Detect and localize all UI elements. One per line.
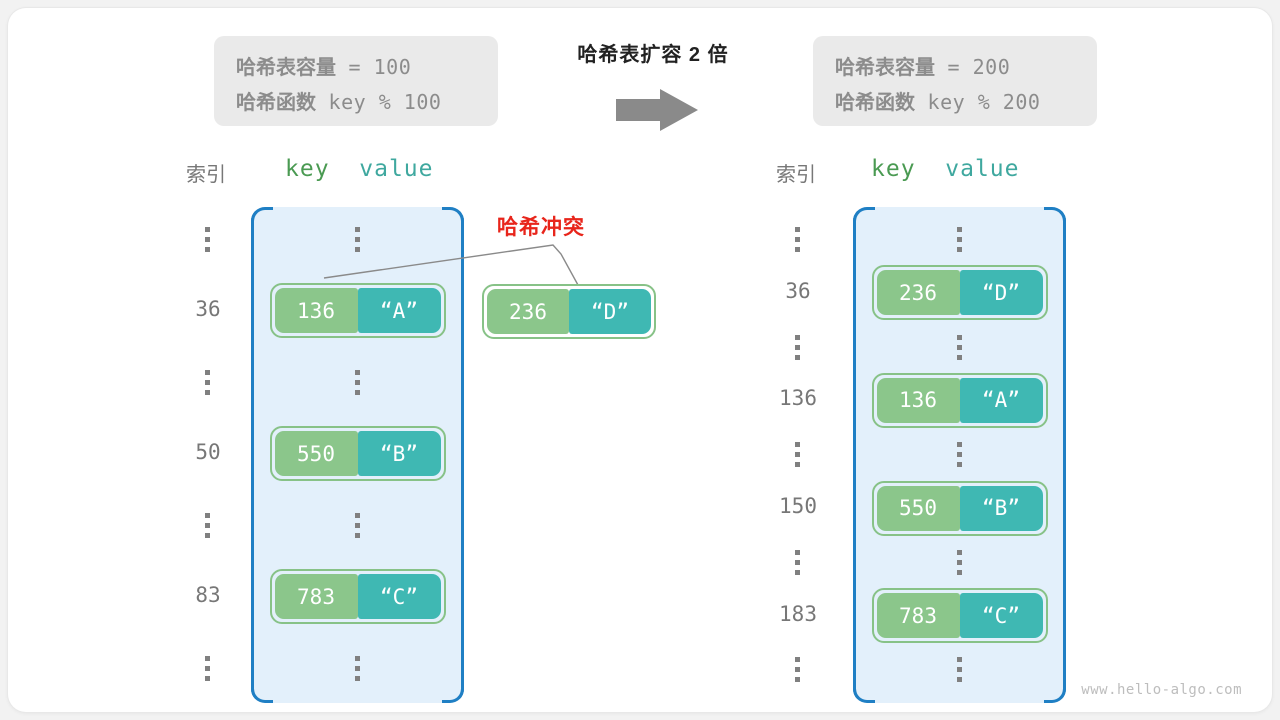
right-value-header-label: value bbox=[945, 156, 1020, 182]
after-info-box: 哈希表容量 = 200 哈希函数 key % 200 bbox=[813, 36, 1097, 126]
right-key-header-label: key bbox=[871, 156, 916, 182]
left-index-header: 索引 bbox=[186, 162, 226, 186]
collision-label: 哈希冲突 bbox=[497, 216, 585, 239]
floating-pair-key: 236 bbox=[487, 289, 569, 334]
index-ellipsis-icon bbox=[795, 549, 801, 575]
kv-pair-value: “B” bbox=[959, 485, 1043, 531]
kv-pair: 136“A” bbox=[269, 283, 446, 338]
after-capacity-value: = 200 bbox=[935, 55, 1011, 79]
index-ellipsis-icon bbox=[205, 513, 211, 538]
after-capacity-line: 哈希表容量 = 200 bbox=[835, 50, 1075, 85]
left-table-corner-bl bbox=[251, 689, 273, 703]
index-ellipsis-icon bbox=[205, 656, 211, 681]
before-function-label: 哈希函数 bbox=[236, 92, 316, 114]
table-ellipsis-icon bbox=[354, 227, 361, 252]
before-function-line: 哈希函数 key % 100 bbox=[236, 85, 476, 120]
index-ellipsis-icon bbox=[795, 334, 801, 360]
index-ellipsis-icon bbox=[205, 370, 211, 395]
index-label: 50 bbox=[195, 439, 221, 464]
kv-pair-key: 236 bbox=[876, 270, 960, 316]
right-kv-header: key value bbox=[871, 156, 1020, 182]
index-ellipsis-icon bbox=[795, 657, 801, 683]
before-capacity-line: 哈希表容量 = 100 bbox=[236, 50, 476, 85]
index-label: 83 bbox=[195, 582, 221, 607]
right-table-corner-tr bbox=[1044, 207, 1066, 221]
kv-pair-value: “C” bbox=[959, 593, 1043, 639]
kv-pair-value: “D” bbox=[959, 270, 1043, 316]
before-info-box: 哈希表容量 = 100 哈希函数 key % 100 bbox=[214, 36, 498, 126]
kv-pair-value: “C” bbox=[357, 574, 441, 619]
after-function-label: 哈希函数 bbox=[835, 92, 915, 114]
kv-pair-key: 783 bbox=[274, 574, 358, 619]
right-header-gap bbox=[916, 156, 946, 182]
expand-caption: 哈希表扩容 2 倍 bbox=[577, 44, 729, 66]
floating-collision-pair: 236 “D” bbox=[482, 284, 656, 339]
right-table-corner-tl bbox=[853, 207, 875, 221]
right-table-corner-bl bbox=[853, 689, 875, 703]
right-table-corner-br bbox=[1044, 689, 1066, 703]
kv-pair-key: 136 bbox=[876, 377, 960, 423]
table-ellipsis-icon bbox=[354, 370, 361, 395]
kv-pair-key: 550 bbox=[876, 485, 960, 531]
kv-pair: 236“D” bbox=[871, 265, 1048, 321]
kv-pair: 783“C” bbox=[269, 569, 446, 624]
index-label: 36 bbox=[785, 278, 811, 303]
before-capacity-label: 哈希表容量 bbox=[236, 57, 336, 79]
index-ellipsis-icon bbox=[795, 442, 801, 468]
index-label: 150 bbox=[779, 494, 817, 518]
right-arrow-icon bbox=[616, 89, 698, 131]
kv-pair-value: “B” bbox=[357, 431, 441, 476]
index-label: 136 bbox=[779, 386, 817, 411]
table-ellipsis-icon bbox=[956, 549, 963, 575]
table-ellipsis-icon bbox=[354, 656, 361, 681]
after-capacity-label: 哈希表容量 bbox=[835, 57, 935, 79]
watermark: www.hello-algo.com bbox=[1081, 682, 1242, 698]
after-function-value: key % 200 bbox=[915, 90, 1041, 114]
left-table-corner-br bbox=[442, 689, 464, 703]
left-kv-header: key value bbox=[285, 156, 434, 182]
table-ellipsis-icon bbox=[956, 227, 963, 252]
kv-pair: 136“A” bbox=[871, 372, 1048, 428]
after-function-line: 哈希函数 key % 200 bbox=[835, 85, 1075, 120]
table-ellipsis-icon bbox=[956, 657, 963, 683]
left-value-header-label: value bbox=[359, 156, 434, 182]
right-index-header: 索引 bbox=[776, 162, 816, 186]
left-key-header-label: key bbox=[285, 156, 330, 182]
kv-pair: 550“B” bbox=[269, 426, 446, 481]
kv-pair: 550“B” bbox=[871, 480, 1048, 536]
index-label: 36 bbox=[195, 296, 221, 321]
table-ellipsis-icon bbox=[956, 442, 963, 468]
table-ellipsis-icon bbox=[956, 334, 963, 360]
kv-pair: 783“C” bbox=[871, 588, 1048, 644]
index-label: 183 bbox=[779, 601, 817, 626]
left-table-corner-tr bbox=[442, 207, 464, 221]
kv-pair-key: 550 bbox=[274, 431, 358, 476]
index-ellipsis-icon bbox=[795, 227, 801, 252]
diagram-card: 哈希表容量 = 100 哈希函数 key % 100 哈希表扩容 2 倍 哈希表… bbox=[8, 8, 1272, 712]
left-header-gap bbox=[330, 156, 360, 182]
kv-pair-key: 783 bbox=[876, 593, 960, 639]
left-table-corner-tl bbox=[251, 207, 273, 221]
before-capacity-value: = 100 bbox=[336, 55, 412, 79]
index-ellipsis-icon bbox=[205, 227, 211, 252]
kv-pair-value: “A” bbox=[357, 288, 441, 333]
kv-pair-value: “A” bbox=[959, 377, 1043, 423]
before-function-value: key % 100 bbox=[316, 90, 442, 114]
floating-pair-value: “D” bbox=[569, 289, 651, 334]
kv-pair-key: 136 bbox=[274, 288, 358, 333]
table-ellipsis-icon bbox=[354, 513, 361, 538]
